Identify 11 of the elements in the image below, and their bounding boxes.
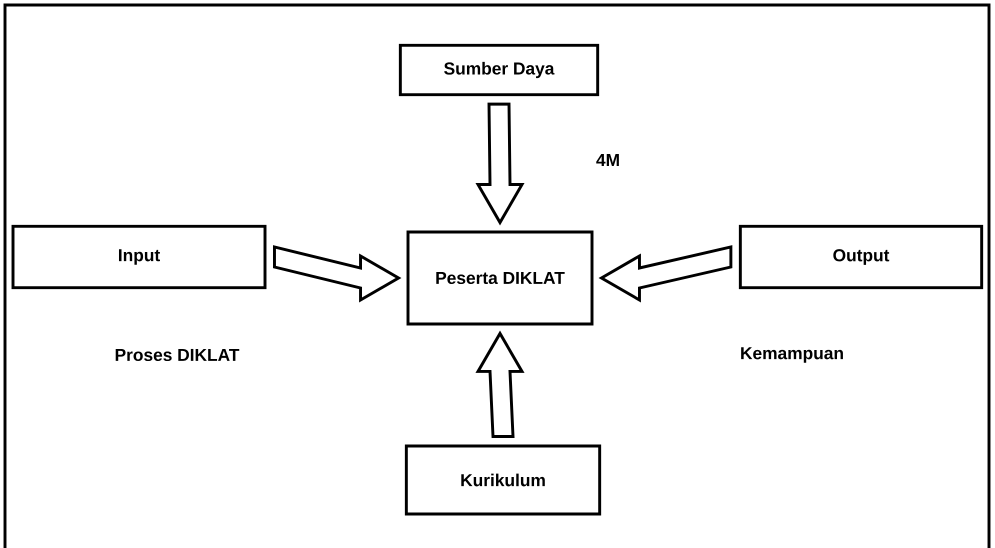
block-arrow: [273, 245, 402, 303]
process-box: Output: [738, 224, 984, 290]
process-box: Input: [12, 224, 266, 290]
process-box: Sumber Daya: [398, 44, 600, 96]
label-text: Proses DIKLAT: [116, 348, 240, 362]
block-arrow: [475, 102, 525, 226]
process-box: Peserta DIKLAT: [406, 230, 594, 326]
process-box: Kurikulum: [404, 444, 602, 516]
label-text: Kemampuan: [741, 347, 843, 363]
block-arrow: [475, 330, 525, 438]
label-text: 4M: [596, 154, 619, 166]
